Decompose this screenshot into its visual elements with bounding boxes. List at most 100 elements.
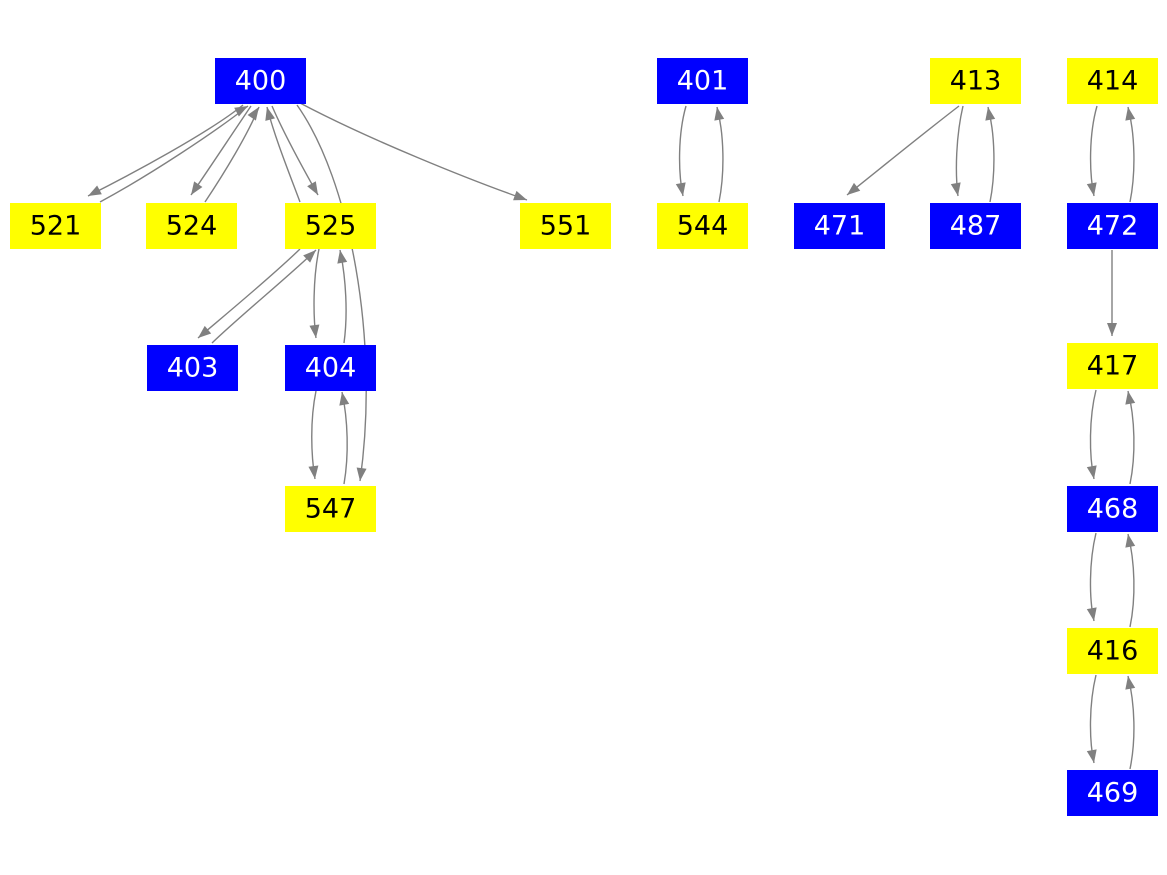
- edge-547-to-404: [339, 391, 350, 485]
- graph-node-487[interactable]: 487: [930, 203, 1021, 249]
- graph-node-416[interactable]: 416: [1067, 628, 1158, 674]
- edge-417-to-468: [1086, 389, 1097, 480]
- edge-line: [1127, 533, 1135, 628]
- graph-node-524[interactable]: 524: [146, 203, 237, 249]
- graph-node-471[interactable]: 471: [794, 203, 885, 249]
- edge-line: [87, 104, 244, 197]
- node-box[interactable]: [285, 486, 376, 532]
- node-box[interactable]: [1067, 343, 1158, 389]
- arrowhead-icon: [950, 182, 961, 196]
- edge-487-to-413: [985, 106, 996, 203]
- node-box[interactable]: [215, 58, 306, 104]
- graph-node-413[interactable]: 413: [930, 58, 1021, 104]
- edge-line: [296, 104, 367, 482]
- edge-line: [211, 249, 317, 344]
- graph-node-551[interactable]: 551: [520, 203, 611, 249]
- arrowhead-icon: [1086, 749, 1097, 763]
- node-box[interactable]: [657, 58, 748, 104]
- edge-line: [311, 390, 317, 480]
- graph-node-525[interactable]: 525: [285, 203, 376, 249]
- edge-525-to-403: [197, 248, 301, 339]
- graph-node-417[interactable]: 417: [1067, 343, 1158, 389]
- node-box[interactable]: [285, 203, 376, 249]
- edge-525-to-404: [309, 248, 320, 339]
- arrowhead-icon: [247, 107, 259, 121]
- arrowhead-icon: [1086, 182, 1097, 196]
- node-box[interactable]: [1067, 58, 1158, 104]
- node-box[interactable]: [1067, 486, 1158, 532]
- edge-413-to-471: [846, 105, 960, 196]
- edge-line: [846, 105, 960, 196]
- node-box[interactable]: [520, 203, 611, 249]
- graph-node-401[interactable]: 401: [657, 58, 748, 104]
- edge-line: [987, 106, 995, 203]
- node-box[interactable]: [657, 203, 748, 249]
- arrowhead-icon: [513, 190, 527, 201]
- edge-400-to-547: [296, 104, 367, 482]
- node-box[interactable]: [10, 203, 101, 249]
- edge-401-to-544: [675, 105, 687, 197]
- graph-node-403[interactable]: 403: [147, 345, 238, 391]
- edge-line: [1127, 675, 1135, 770]
- node-box[interactable]: [1067, 770, 1158, 816]
- node-box[interactable]: [1067, 628, 1158, 674]
- graph-node-414[interactable]: 414: [1067, 58, 1158, 104]
- arrowhead-icon: [847, 182, 861, 195]
- edge-line: [99, 105, 249, 203]
- nodes-layer: 400 521 524 525 551 403 404 547 401 544 413 471 487 4…: [10, 58, 1158, 816]
- graph-node-521[interactable]: 521: [10, 203, 101, 249]
- arrowhead-icon: [1107, 323, 1117, 336]
- node-box[interactable]: [285, 345, 376, 391]
- arrowhead-icon: [308, 465, 319, 479]
- edge-line: [1127, 106, 1135, 203]
- graph-node-544[interactable]: 544: [657, 203, 748, 249]
- node-box[interactable]: [930, 203, 1021, 249]
- edge-521-to-400: [99, 105, 249, 203]
- arrowhead-icon: [714, 107, 725, 121]
- arrowhead-icon: [339, 392, 350, 406]
- edge-414-to-472: [1086, 105, 1098, 197]
- arrowhead-icon: [1086, 607, 1097, 621]
- edge-472-to-417: [1107, 250, 1117, 336]
- edge-400-to-551: [299, 102, 528, 201]
- node-box[interactable]: [146, 203, 237, 249]
- arrowhead-icon: [1086, 465, 1097, 479]
- node-box[interactable]: [1067, 203, 1158, 249]
- edge-416-to-469: [1086, 674, 1097, 764]
- graph-node-468[interactable]: 468: [1067, 486, 1158, 532]
- edge-524-to-400: [204, 106, 260, 203]
- edge-468-to-416: [1086, 532, 1097, 622]
- arrowhead-icon: [1125, 107, 1136, 121]
- edge-544-to-401: [714, 106, 725, 203]
- arrowhead-icon: [198, 325, 212, 338]
- edge-469-to-416: [1125, 675, 1136, 770]
- graph-node-400[interactable]: 400: [215, 58, 306, 104]
- arrowhead-icon: [191, 181, 203, 195]
- edge-line: [339, 249, 347, 344]
- edge-403-to-525: [211, 249, 317, 344]
- arrowhead-icon: [985, 107, 996, 121]
- edge-line: [271, 105, 319, 196]
- arrowhead-icon: [337, 250, 348, 264]
- edge-line: [299, 102, 528, 201]
- graph-node-469[interactable]: 469: [1067, 770, 1158, 816]
- edge-413-to-487: [950, 105, 964, 197]
- arrowhead-icon: [234, 106, 248, 117]
- edge-line: [197, 248, 301, 339]
- node-box[interactable]: [930, 58, 1021, 104]
- graph-node-547[interactable]: 547: [285, 486, 376, 532]
- edges-layer: [87, 102, 1136, 770]
- graph-node-472[interactable]: 472: [1067, 203, 1158, 249]
- edge-line: [204, 106, 260, 203]
- arrowhead-icon: [303, 250, 316, 263]
- arrowhead-icon: [307, 181, 318, 195]
- edge-468-to-417: [1125, 390, 1136, 485]
- graph-node-404[interactable]: 404: [285, 345, 376, 391]
- edge-404-to-525: [337, 249, 348, 344]
- edge-line: [716, 106, 724, 203]
- node-box[interactable]: [147, 345, 238, 391]
- node-box[interactable]: [794, 203, 885, 249]
- arrowhead-icon: [1125, 534, 1136, 548]
